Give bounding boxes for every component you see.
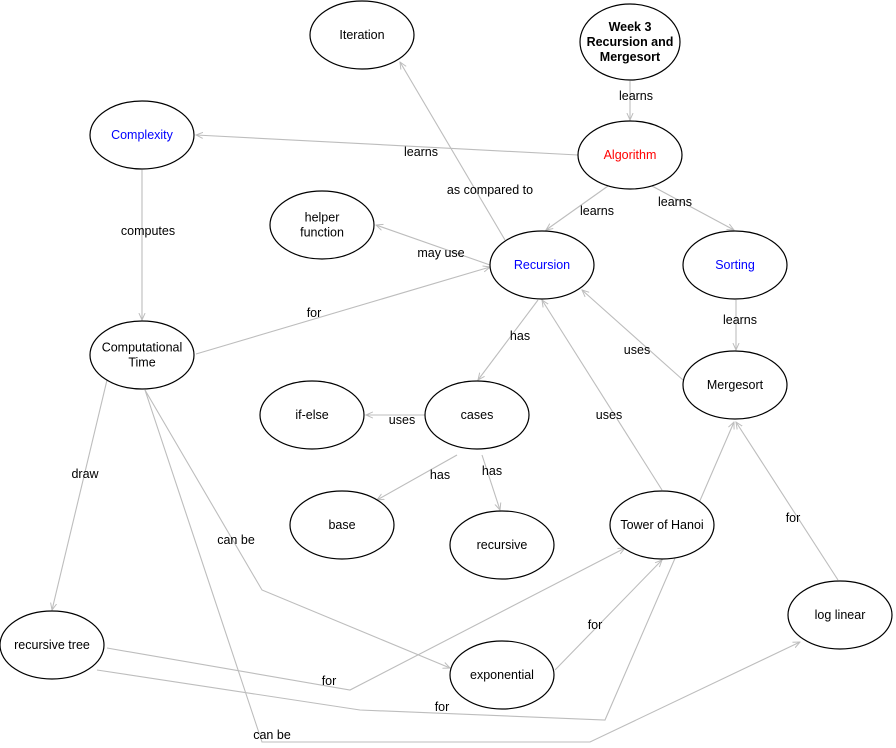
node-base[interactable]: base xyxy=(289,490,395,560)
edge-label-recursion-helper: may use xyxy=(417,246,464,260)
node-label-hanoi: Tower of Hanoi xyxy=(620,518,703,532)
node-shape-week3 xyxy=(579,3,681,81)
edge-cases-base xyxy=(377,454,458,500)
edge-label-complexity-comptime: computes xyxy=(121,224,175,238)
node-ifelse[interactable]: if-else xyxy=(259,380,365,450)
edge-hanoi-recursion xyxy=(542,300,663,491)
node-label-recursion: Recursion xyxy=(514,258,570,272)
edge-loglinear-mergesort xyxy=(736,422,839,581)
edge-label-rectree-mergesort: for xyxy=(435,700,450,714)
edge-label-comptime-loglinear: can be xyxy=(253,728,291,742)
node-label-mergesort: Mergesort xyxy=(707,378,764,392)
node-label-sorting: Sorting xyxy=(715,258,755,272)
node-shape-cases xyxy=(424,380,530,450)
edge-label-algorithm-sorting: learns xyxy=(658,195,692,209)
edge-recursion-helper xyxy=(376,225,491,266)
node-recursion[interactable]: Recursion xyxy=(489,230,595,300)
node-label-iteration: Iteration xyxy=(339,28,384,42)
edge-label-recursion-iteration: as compared to xyxy=(447,183,533,197)
node-shape-ifelse xyxy=(259,380,365,450)
edge-rectree-mergesort xyxy=(96,422,734,721)
node-label-cases: cases xyxy=(461,408,494,422)
edge-label-comptime-recursion: for xyxy=(307,306,322,320)
node-label-recursive: recursive xyxy=(477,538,528,552)
edge-label-cases-recursive: has xyxy=(482,464,502,478)
node-hanoi[interactable]: Tower of Hanoi xyxy=(609,490,715,560)
edge-label-comptime-rectree: draw xyxy=(71,467,99,481)
edges-layer xyxy=(52,62,839,743)
edge-comptime-exponential xyxy=(144,389,450,668)
edge-algorithm-sorting xyxy=(651,185,734,230)
edge-label-recursion-cases: has xyxy=(510,329,530,343)
edge-label-cases-base: has xyxy=(430,468,450,482)
node-loglinear[interactable]: log linear xyxy=(787,580,893,650)
edge-recursion-iteration xyxy=(400,62,506,241)
node-label-comptime: Computational xyxy=(102,341,183,355)
node-shape-iteration xyxy=(309,0,415,70)
node-complexity[interactable]: Complexity xyxy=(89,100,195,170)
edge-mergesort-recursion xyxy=(582,290,684,381)
edge-cases-recursive xyxy=(481,454,500,510)
edge-label-sorting-mergesort: learns xyxy=(723,313,757,327)
edge-label-cases-ifelse: uses xyxy=(389,413,415,427)
node-shape-complexity xyxy=(89,100,195,170)
node-iteration[interactable]: Iteration xyxy=(309,0,415,70)
node-shape-mergesort xyxy=(682,350,788,420)
node-shape-exponential xyxy=(449,640,555,710)
edge-algorithm-recursion xyxy=(546,185,609,230)
edge-label-hanoi-recursion: uses xyxy=(596,408,622,422)
node-exponential[interactable]: exponential xyxy=(449,640,555,710)
node-shape-recursive xyxy=(449,510,555,580)
node-label-exponential: exponential xyxy=(470,668,534,682)
edge-comptime-rectree xyxy=(52,379,108,610)
edge-exponential-hanoi xyxy=(554,560,662,671)
node-shape-helper xyxy=(269,190,375,260)
node-shape-rectree xyxy=(0,610,105,680)
node-label-ifelse: if-else xyxy=(295,408,328,422)
node-label-complexity: Complexity xyxy=(111,128,174,142)
node-label-base: base xyxy=(328,518,355,532)
node-label-loglinear: log linear xyxy=(815,608,866,622)
node-shape-comptime xyxy=(89,320,195,390)
node-shape-hanoi xyxy=(609,490,715,560)
node-label-rectree: recursive tree xyxy=(14,638,90,652)
edge-comptime-loglinear xyxy=(144,389,800,743)
node-shape-sorting xyxy=(682,230,788,300)
node-shape-recursion xyxy=(489,230,595,300)
node-label-algorithm: Algorithm xyxy=(604,148,657,162)
node-shape-base xyxy=(289,490,395,560)
edge-labels-layer: learns learns learns learns as compared to ma… xyxy=(71,89,800,742)
node-label-comptime: Time xyxy=(128,356,155,370)
node-algorithm[interactable]: Algorithm xyxy=(577,120,683,190)
node-label-week3: Mergesort xyxy=(600,50,661,64)
node-label-week3: Recursion and xyxy=(587,35,674,49)
node-label-helper: function xyxy=(300,226,344,240)
node-label-week3: Week 3 xyxy=(609,20,652,34)
edge-label-comptime-exponential: can be xyxy=(217,533,255,547)
node-shape-loglinear xyxy=(787,580,893,650)
edge-label-week3-algorithm: learns xyxy=(619,89,653,103)
node-cases[interactable]: cases xyxy=(424,380,530,450)
edge-label-mergesort-recursion: uses xyxy=(624,343,650,357)
edge-recursion-cases xyxy=(478,299,539,380)
node-mergesort[interactable]: Mergesort xyxy=(682,350,788,420)
edge-label-rectree-hanoi: for xyxy=(322,674,337,688)
edge-label-loglinear-mergesort: for xyxy=(786,511,801,525)
node-label-helper: helper xyxy=(305,211,340,225)
edge-algorithm-complexity xyxy=(196,135,579,156)
node-rectree[interactable]: recursive tree xyxy=(0,610,105,680)
edge-label-algorithm-complexity: learns xyxy=(404,145,438,159)
edge-label-exponential-hanoi: for xyxy=(588,618,603,632)
node-sorting[interactable]: Sorting xyxy=(682,230,788,300)
node-recursive[interactable]: recursive xyxy=(449,510,555,580)
edge-label-algorithm-recursion: learns xyxy=(580,204,614,218)
edge-comptime-recursion xyxy=(195,267,490,355)
edge-rectree-hanoi xyxy=(106,548,625,691)
node-shape-algorithm xyxy=(577,120,683,190)
